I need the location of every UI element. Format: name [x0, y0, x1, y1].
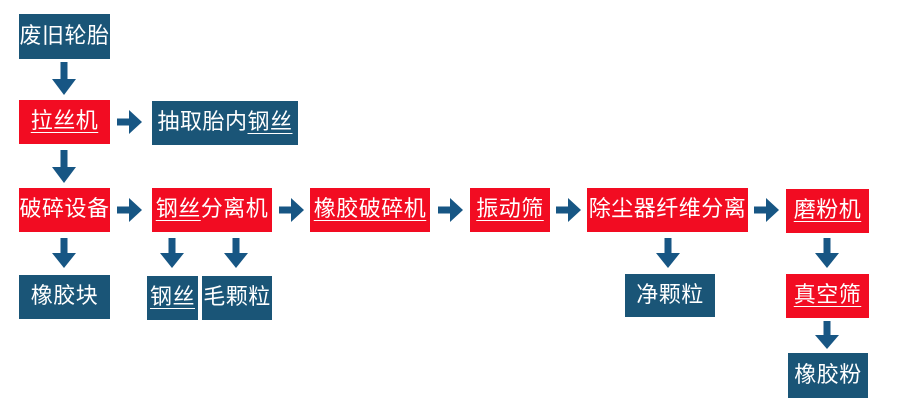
node-label: 橡胶粉 — [794, 362, 862, 388]
arrow-right-icon — [754, 197, 779, 223]
node-label: 分离机 — [200, 197, 269, 222]
arrow-down-icon — [655, 238, 681, 268]
node-label: 抽取胎内 — [157, 110, 248, 135]
node-link-label[interactable]: 钢丝 — [149, 285, 195, 310]
node-link-label[interactable]: 拉丝机 — [30, 109, 99, 134]
node-wire-drawing-machine[interactable]: 拉丝机 — [19, 100, 110, 144]
node-vibrating-screen[interactable]: 振动筛 — [470, 188, 550, 232]
node-steel-wire-separator: 钢丝分离机 — [152, 188, 272, 232]
node-label: 毛颗粒 — [203, 285, 271, 310]
arrow-right-icon — [117, 197, 142, 223]
node-grinding-machine[interactable]: 磨粉机 — [786, 189, 869, 233]
arrow-right-icon — [438, 197, 463, 223]
node-rubber-powder: 橡胶粉 — [788, 353, 868, 398]
node-rubber-crusher[interactable]: 橡胶破碎机 — [310, 188, 430, 232]
node-label: 橡胶块 — [30, 284, 99, 309]
node-label: 除尘器纤维分离 — [588, 197, 747, 222]
node-crushing-equipment: 破碎设备 — [19, 188, 110, 232]
node-steel-wire[interactable]: 钢丝 — [147, 276, 198, 320]
arrow-down-icon — [51, 62, 77, 95]
node-label: 净颗粒 — [636, 282, 704, 308]
node-label: 破碎设备 — [19, 197, 110, 222]
node-vacuum-screen[interactable]: 真空筛 — [786, 274, 869, 318]
arrow-down-icon — [159, 238, 185, 268]
arrow-down-icon — [51, 150, 77, 183]
arrow-right-icon — [117, 109, 142, 135]
node-rubber-block: 橡胶块 — [19, 275, 110, 319]
node-link-label[interactable]: 磨粉机 — [793, 198, 862, 223]
arrow-down-icon — [814, 238, 840, 268]
arrow-right-icon — [279, 197, 304, 223]
node-dust-collector-fiber-separation: 除尘器纤维分离 — [587, 188, 748, 232]
node-extract-inner-wire: 抽取胎内钢丝 — [152, 101, 298, 145]
node-waste-tire: 废旧轮胎 — [19, 14, 110, 59]
node-label: 废旧轮胎 — [19, 23, 110, 49]
node-link-label[interactable]: 钢丝 — [247, 110, 293, 135]
arrow-down-icon — [51, 238, 77, 268]
node-link-label[interactable]: 振动筛 — [476, 197, 544, 222]
node-link-label[interactable]: 真空筛 — [793, 283, 862, 308]
node-link-label[interactable]: 钢丝 — [155, 197, 201, 222]
arrow-down-icon — [814, 321, 840, 349]
node-link-label[interactable]: 橡胶破碎机 — [313, 197, 427, 222]
node-rough-granule: 毛颗粒 — [202, 276, 272, 320]
arrow-down-icon — [223, 238, 249, 268]
node-clean-granule: 净颗粒 — [625, 274, 715, 317]
arrow-right-icon — [556, 197, 581, 223]
